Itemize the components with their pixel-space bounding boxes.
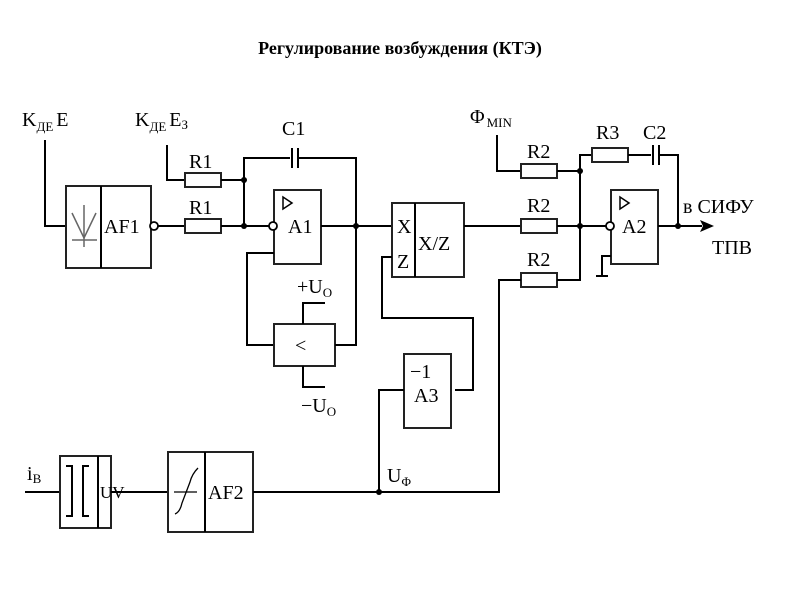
wire-summing-node	[557, 154, 592, 281]
wire-plus-u0	[302, 302, 325, 324]
capacitor-c1	[291, 148, 299, 168]
r2-bottom-label: R2	[527, 249, 550, 271]
saturation-characteristic-icon	[174, 467, 199, 515]
resistor-r1-bottom	[184, 218, 222, 234]
current-transducer-icon	[66, 465, 89, 517]
divider-z-input: Z	[397, 251, 409, 273]
r1-top-label: R1	[189, 151, 212, 173]
comparator-block: <	[273, 323, 336, 367]
wire-a1-comparator	[246, 252, 274, 346]
c2-label: C2	[643, 122, 666, 144]
divider-block: X Z X/Z	[391, 202, 465, 278]
resistor-r1-top	[184, 172, 222, 188]
output-arrow-icon	[700, 220, 714, 232]
a3-gain-label: −1	[410, 361, 431, 383]
r2-top-label: R2	[527, 141, 550, 163]
ground-icon	[596, 255, 611, 277]
wire-c1-left	[243, 157, 290, 226]
r1-bottom-label: R1	[189, 197, 212, 219]
wire-uphi-a3	[378, 389, 404, 492]
input-label-ib: iВ	[27, 463, 42, 486]
output-label-sifu: в СИФУ	[683, 196, 755, 218]
uphi-label: UΦ	[387, 465, 411, 489]
inverting-input-icon	[605, 221, 615, 231]
divider-x-input: X	[397, 216, 412, 238]
a2-label: A2	[622, 216, 646, 238]
af2-block: AF2	[167, 451, 254, 533]
a1-label: A1	[288, 216, 312, 238]
resistor-r2-mid	[520, 218, 558, 234]
resistor-r3	[591, 147, 629, 163]
resistor-r2-top	[520, 163, 558, 179]
wire-kde-e	[44, 140, 66, 227]
amplifier-icon	[619, 195, 631, 211]
wire-kde-ez	[166, 145, 185, 181]
minus-u0-label: −UO	[301, 395, 336, 419]
wire-minus-u0	[302, 366, 325, 388]
diagram-title: Регулирование возбуждения (КТЭ)	[258, 38, 542, 58]
comparator-label: <	[295, 335, 306, 357]
af1-label: AF1	[104, 216, 140, 238]
a1-block: A1	[268, 189, 322, 265]
r3-label: R3	[596, 122, 619, 144]
wire-c1-right	[298, 157, 357, 340]
rectifier-icon	[71, 205, 97, 247]
output-label-tpv: ТПВ	[712, 237, 752, 259]
inverting-output-icon	[149, 221, 159, 231]
plus-u0-label: +UO	[297, 276, 332, 300]
a3-label: A3	[414, 385, 438, 407]
wire-uphi-r2	[379, 279, 521, 493]
af1-block: AF1	[65, 185, 159, 269]
wire-c2-output	[659, 154, 679, 226]
r2-mid-label: R2	[527, 195, 550, 217]
resistor-r2-bottom	[520, 272, 558, 288]
c1-label: C1	[282, 118, 305, 140]
a3-block: −1 A3	[403, 353, 452, 429]
divider-label: X/Z	[418, 233, 450, 255]
wire-phi-min	[496, 135, 521, 172]
inverting-input-icon	[268, 221, 278, 231]
amplifier-icon	[282, 195, 294, 211]
capacitor-c2	[652, 145, 660, 165]
af2-label: AF2	[208, 482, 244, 504]
a2-block: A2	[596, 189, 659, 277]
wire-a3-divider	[381, 256, 474, 391]
